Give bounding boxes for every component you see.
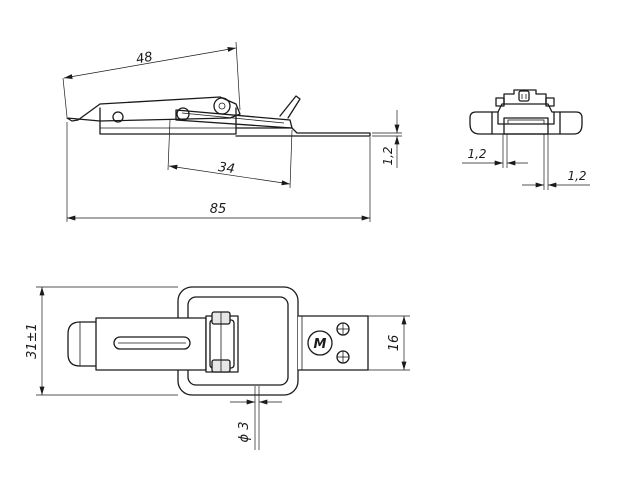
- front-top-knob: [518, 90, 530, 102]
- front-top-cap: [503, 89, 547, 105]
- front-center-slot: [507, 119, 545, 125]
- dim-34-ext-right: [289, 129, 293, 189]
- dim-thk-label: 1,2: [381, 146, 395, 165]
- top-lever-slot: [113, 336, 191, 350]
- dim-48-ext-right: [235, 41, 241, 111]
- dim-34-line: [168, 164, 291, 186]
- top-catch-tab: [297, 315, 369, 371]
- front-inner-frame: [491, 111, 561, 135]
- front-center-block: [503, 117, 549, 135]
- top-view: M 31±1 16 ϕ 3: [25, 286, 410, 450]
- top-logo-circle: [307, 330, 333, 356]
- front-body-outline: [469, 103, 583, 135]
- front-dim-l-label: 1,2: [467, 147, 486, 161]
- dim-48-ext-left: [62, 77, 68, 118]
- side-pivot-left: [176, 107, 190, 121]
- side-lever-slot: [181, 112, 285, 124]
- dim-31-label: 31±1: [25, 323, 40, 359]
- dim-34-label: 34: [217, 160, 235, 177]
- side-left-hole: [112, 111, 124, 123]
- dim-48-line: [63, 46, 237, 80]
- side-catch-plate: [235, 127, 371, 137]
- dim-16-label: 16: [387, 335, 402, 352]
- side-base-body: [99, 107, 237, 135]
- front-right-ear: [545, 97, 555, 107]
- front-left-ear: [495, 97, 505, 107]
- side-pivot-right-inner: [218, 102, 226, 110]
- side-hook-tab: [279, 95, 301, 119]
- side-pivot-right: [213, 97, 231, 115]
- dim-dia-label: ϕ 3: [237, 422, 252, 443]
- dim-34-ext-left: [167, 119, 171, 171]
- side-view: 48 34 85 1,2: [62, 41, 402, 222]
- dim-85-label: 85: [210, 202, 227, 217]
- front-view: 1,2 1,2: [462, 89, 590, 190]
- dim-48-label: 48: [135, 50, 154, 68]
- top-handle-left: [67, 321, 97, 367]
- top-logo-letter: M: [314, 337, 327, 352]
- front-dim-r-label: 1,2: [567, 169, 586, 183]
